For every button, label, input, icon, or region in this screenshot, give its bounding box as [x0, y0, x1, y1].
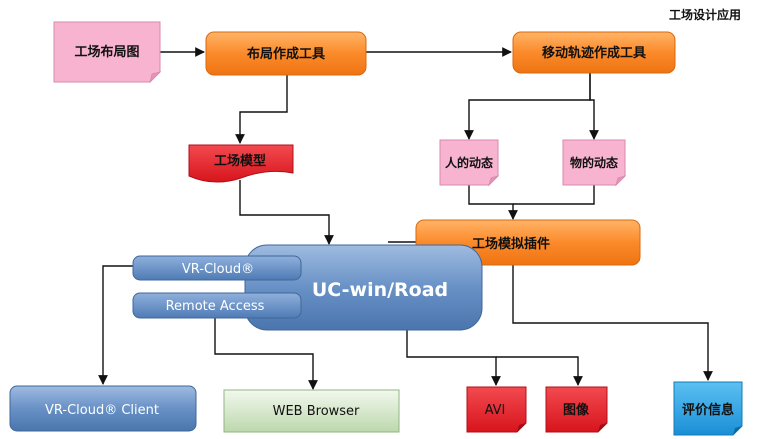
edge-ucwin-to-avi: [406, 330, 501, 386]
edge-tool-to-model: [235, 75, 288, 144]
node-web-browser-label: WEB Browser: [273, 404, 360, 419]
edge-trajectory-to-object: [589, 73, 599, 140]
edge-model-to-ucwin: [239, 180, 334, 245]
node-factory-layout-label: 工场布局图: [74, 44, 139, 60]
node-vr-cloud-label: VR-Cloud®: [182, 262, 254, 277]
node-avi-label: AVI: [485, 403, 506, 418]
edge-object-to-plugin: [513, 185, 595, 205]
edge-plugin-to-evaluation: [512, 265, 713, 381]
node-remote-access[interactable]: Remote Access: [132, 292, 302, 319]
node-layout-tool[interactable]: 布局作成工具: [205, 31, 367, 76]
edge-human-to-plugin: [468, 185, 518, 220]
node-evaluation[interactable]: 评价信息: [673, 381, 743, 436]
edge-avi-to-image: [496, 356, 583, 386]
node-image-label: 图像: [563, 402, 590, 418]
connectors: [98, 47, 713, 390]
node-human-motion-label: 人的动态: [445, 155, 493, 170]
node-trajectory-tool-label: 移动轨迹作成工具: [542, 45, 646, 61]
node-layout-tool-label: 布局作成工具: [247, 46, 325, 62]
node-vr-cloud-client[interactable]: VR-Cloud® Client: [9, 385, 197, 432]
node-image[interactable]: 图像: [545, 386, 608, 433]
node-factory-model[interactable]: 工场模型: [188, 144, 294, 183]
node-factory-model-label: 工场模型: [214, 153, 266, 169]
node-ucwin-road[interactable]: UC-win/Road: [244, 244, 483, 331]
diagram-title: 工场设计应用: [669, 7, 741, 22]
node-simulation-plugin-label: 工场模拟插件: [472, 236, 550, 252]
node-object-motion-label: 物的动态: [570, 155, 618, 170]
node-vr-cloud[interactable]: VR-Cloud®: [132, 255, 302, 281]
node-avi[interactable]: AVI: [466, 386, 527, 433]
node-trajectory-tool[interactable]: 移动轨迹作成工具: [512, 31, 676, 74]
node-remote-access-label: Remote Access: [166, 299, 265, 314]
edge-remote-to-browser: [214, 318, 318, 390]
node-web-browser[interactable]: WEB Browser: [223, 389, 400, 433]
edge-trajectory-to-human: [464, 73, 591, 140]
node-factory-layout[interactable]: 工场布局图: [53, 21, 162, 84]
node-ucwin-road-label: UC-win/Road: [312, 279, 448, 301]
node-human-motion[interactable]: 人的动态: [439, 139, 500, 187]
node-evaluation-label: 评价信息: [682, 402, 734, 418]
node-vr-cloud-client-label: VR-Cloud® Client: [45, 403, 159, 418]
edge-vrcloud-to-client: [98, 265, 133, 385]
node-object-motion[interactable]: 物的动态: [562, 139, 627, 187]
